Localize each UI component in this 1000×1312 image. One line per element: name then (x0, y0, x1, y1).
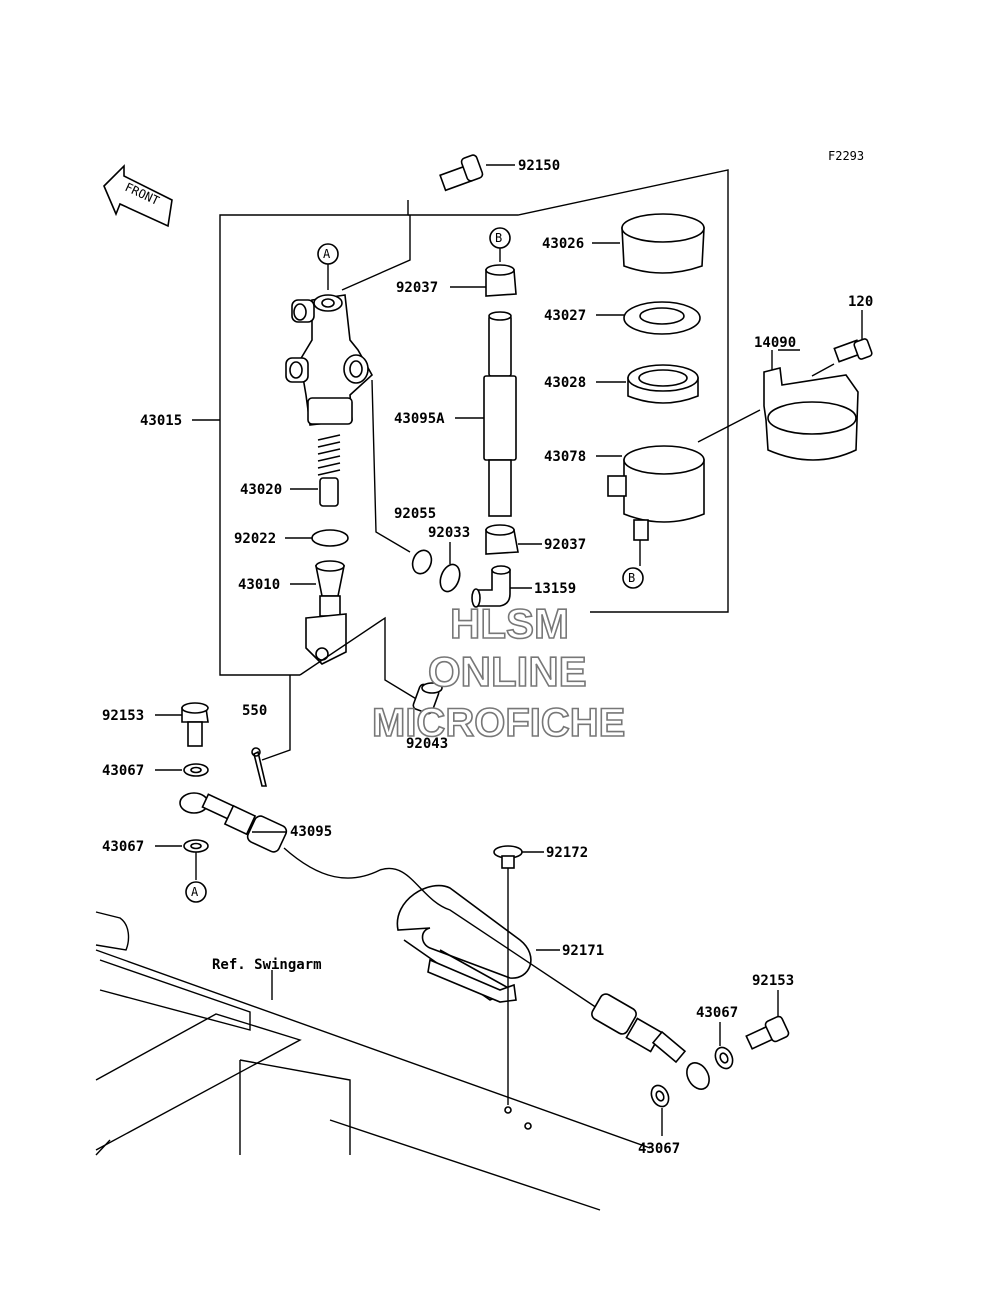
hose-43095a (455, 311, 517, 517)
part-label-43067-upper-left: 43067 (102, 763, 144, 779)
part-label-43026: 43026 (542, 236, 584, 252)
svg-text:A: A (323, 247, 331, 261)
circlip-92022 (285, 529, 349, 547)
part-label-92055: 92055 (394, 506, 436, 522)
screw-92172 (493, 845, 544, 869)
part-label-92037-bottom: 92037 (544, 537, 586, 553)
part-label-43067-lower-right: 43067 (638, 1141, 680, 1157)
screw-120 (811, 310, 873, 377)
ref-a-bottom: A (185, 881, 207, 903)
svg-text:B: B (495, 231, 502, 245)
master-cylinder-body (285, 294, 374, 426)
part-label-92022: 92022 (234, 531, 276, 547)
clip-92033 (439, 542, 461, 593)
part-label-43095: 43095 (290, 824, 332, 840)
cotter-pin-550 (251, 675, 291, 787)
ref-b-bottom: B (622, 567, 644, 589)
ref-a-top: A (317, 243, 339, 290)
part-label-92037-top: 92037 (396, 280, 438, 296)
watermark-line-1: HLSM (450, 600, 569, 647)
watermark-line-2: ONLINE (428, 648, 587, 695)
washer-43067-upper-left (155, 763, 209, 777)
part-label-43028: 43028 (544, 375, 586, 391)
diaphragm-plate-43027 (596, 301, 701, 335)
watermark: HLSM ONLINE MICROFICHE (371, 599, 626, 746)
ref-b-top: B (489, 227, 511, 262)
part-label-92043: 92043 (406, 736, 448, 752)
part-labels: 92150 43026 92037 43027 120 14090 43028 … (102, 158, 873, 1157)
ref-swingarm-label: Ref. Swingarm (212, 957, 322, 973)
washer-43067-upper-right (714, 1022, 734, 1070)
part-label-43010: 43010 (238, 577, 280, 593)
reservoir-43078 (596, 445, 705, 566)
part-label-550: 550 (242, 703, 267, 719)
part-label-43015: 43015 (140, 413, 182, 429)
part-label-43095a: 43095A (394, 411, 445, 427)
leader-a (341, 215, 411, 291)
bracket-14090 (763, 349, 859, 461)
part-label-92172: 92172 (546, 845, 588, 861)
front-arrow-icon: FRONT (103, 164, 173, 228)
part-label-92033: 92033 (428, 525, 470, 541)
banjo-bolt-92153-right (745, 990, 790, 1050)
washer-43067-lower-left (155, 839, 209, 853)
svg-text:B: B (628, 571, 635, 585)
figure-code: F2293 (828, 149, 864, 163)
part-label-92171: 92171 (562, 943, 604, 959)
spring-43020 (290, 434, 341, 507)
part-label-92153-left: 92153 (102, 708, 144, 724)
bolt-92150 (439, 154, 515, 192)
part-label-43067-lower-left: 43067 (102, 839, 144, 855)
hose-fitting-right (591, 993, 710, 1090)
diaphragm-43028 (596, 364, 699, 404)
swingarm-reference: Ref. Swingarm (95, 911, 651, 1211)
part-label-43067-upper-right: 43067 (696, 1005, 738, 1021)
svg-text:A: A (191, 885, 199, 899)
washer-43067-lower-right (650, 1084, 670, 1136)
part-label-43078: 43078 (544, 449, 586, 465)
part-label-92153-right: 92153 (752, 973, 794, 989)
hose-guide-92171 (396, 868, 560, 1105)
pin-92043 (412, 682, 443, 715)
hose-clamp-92037-top (450, 264, 517, 297)
part-label-92150: 92150 (518, 158, 560, 174)
reservoir-cap-43026 (592, 213, 705, 274)
piston-43010 (290, 560, 347, 665)
brake-hose-43095 (179, 792, 601, 1011)
assembly-bracket-43015 (192, 169, 729, 676)
part-label-14090: 14090 (754, 335, 796, 351)
leader-92043 (299, 616, 419, 701)
elbow-fitting-13159 (471, 565, 532, 608)
part-label-13159: 13159 (534, 581, 576, 597)
o-ring-92055 (371, 379, 433, 575)
leader-14090-bracket (697, 409, 761, 443)
banjo-bolt-92153-left (155, 702, 209, 747)
watermark-line-3: MICROFICHE (372, 701, 625, 745)
part-label-43020: 43020 (240, 482, 282, 498)
part-label-43027: 43027 (544, 308, 586, 324)
hose-clamp-92037-bottom (485, 524, 542, 555)
part-label-120: 120 (848, 294, 873, 310)
